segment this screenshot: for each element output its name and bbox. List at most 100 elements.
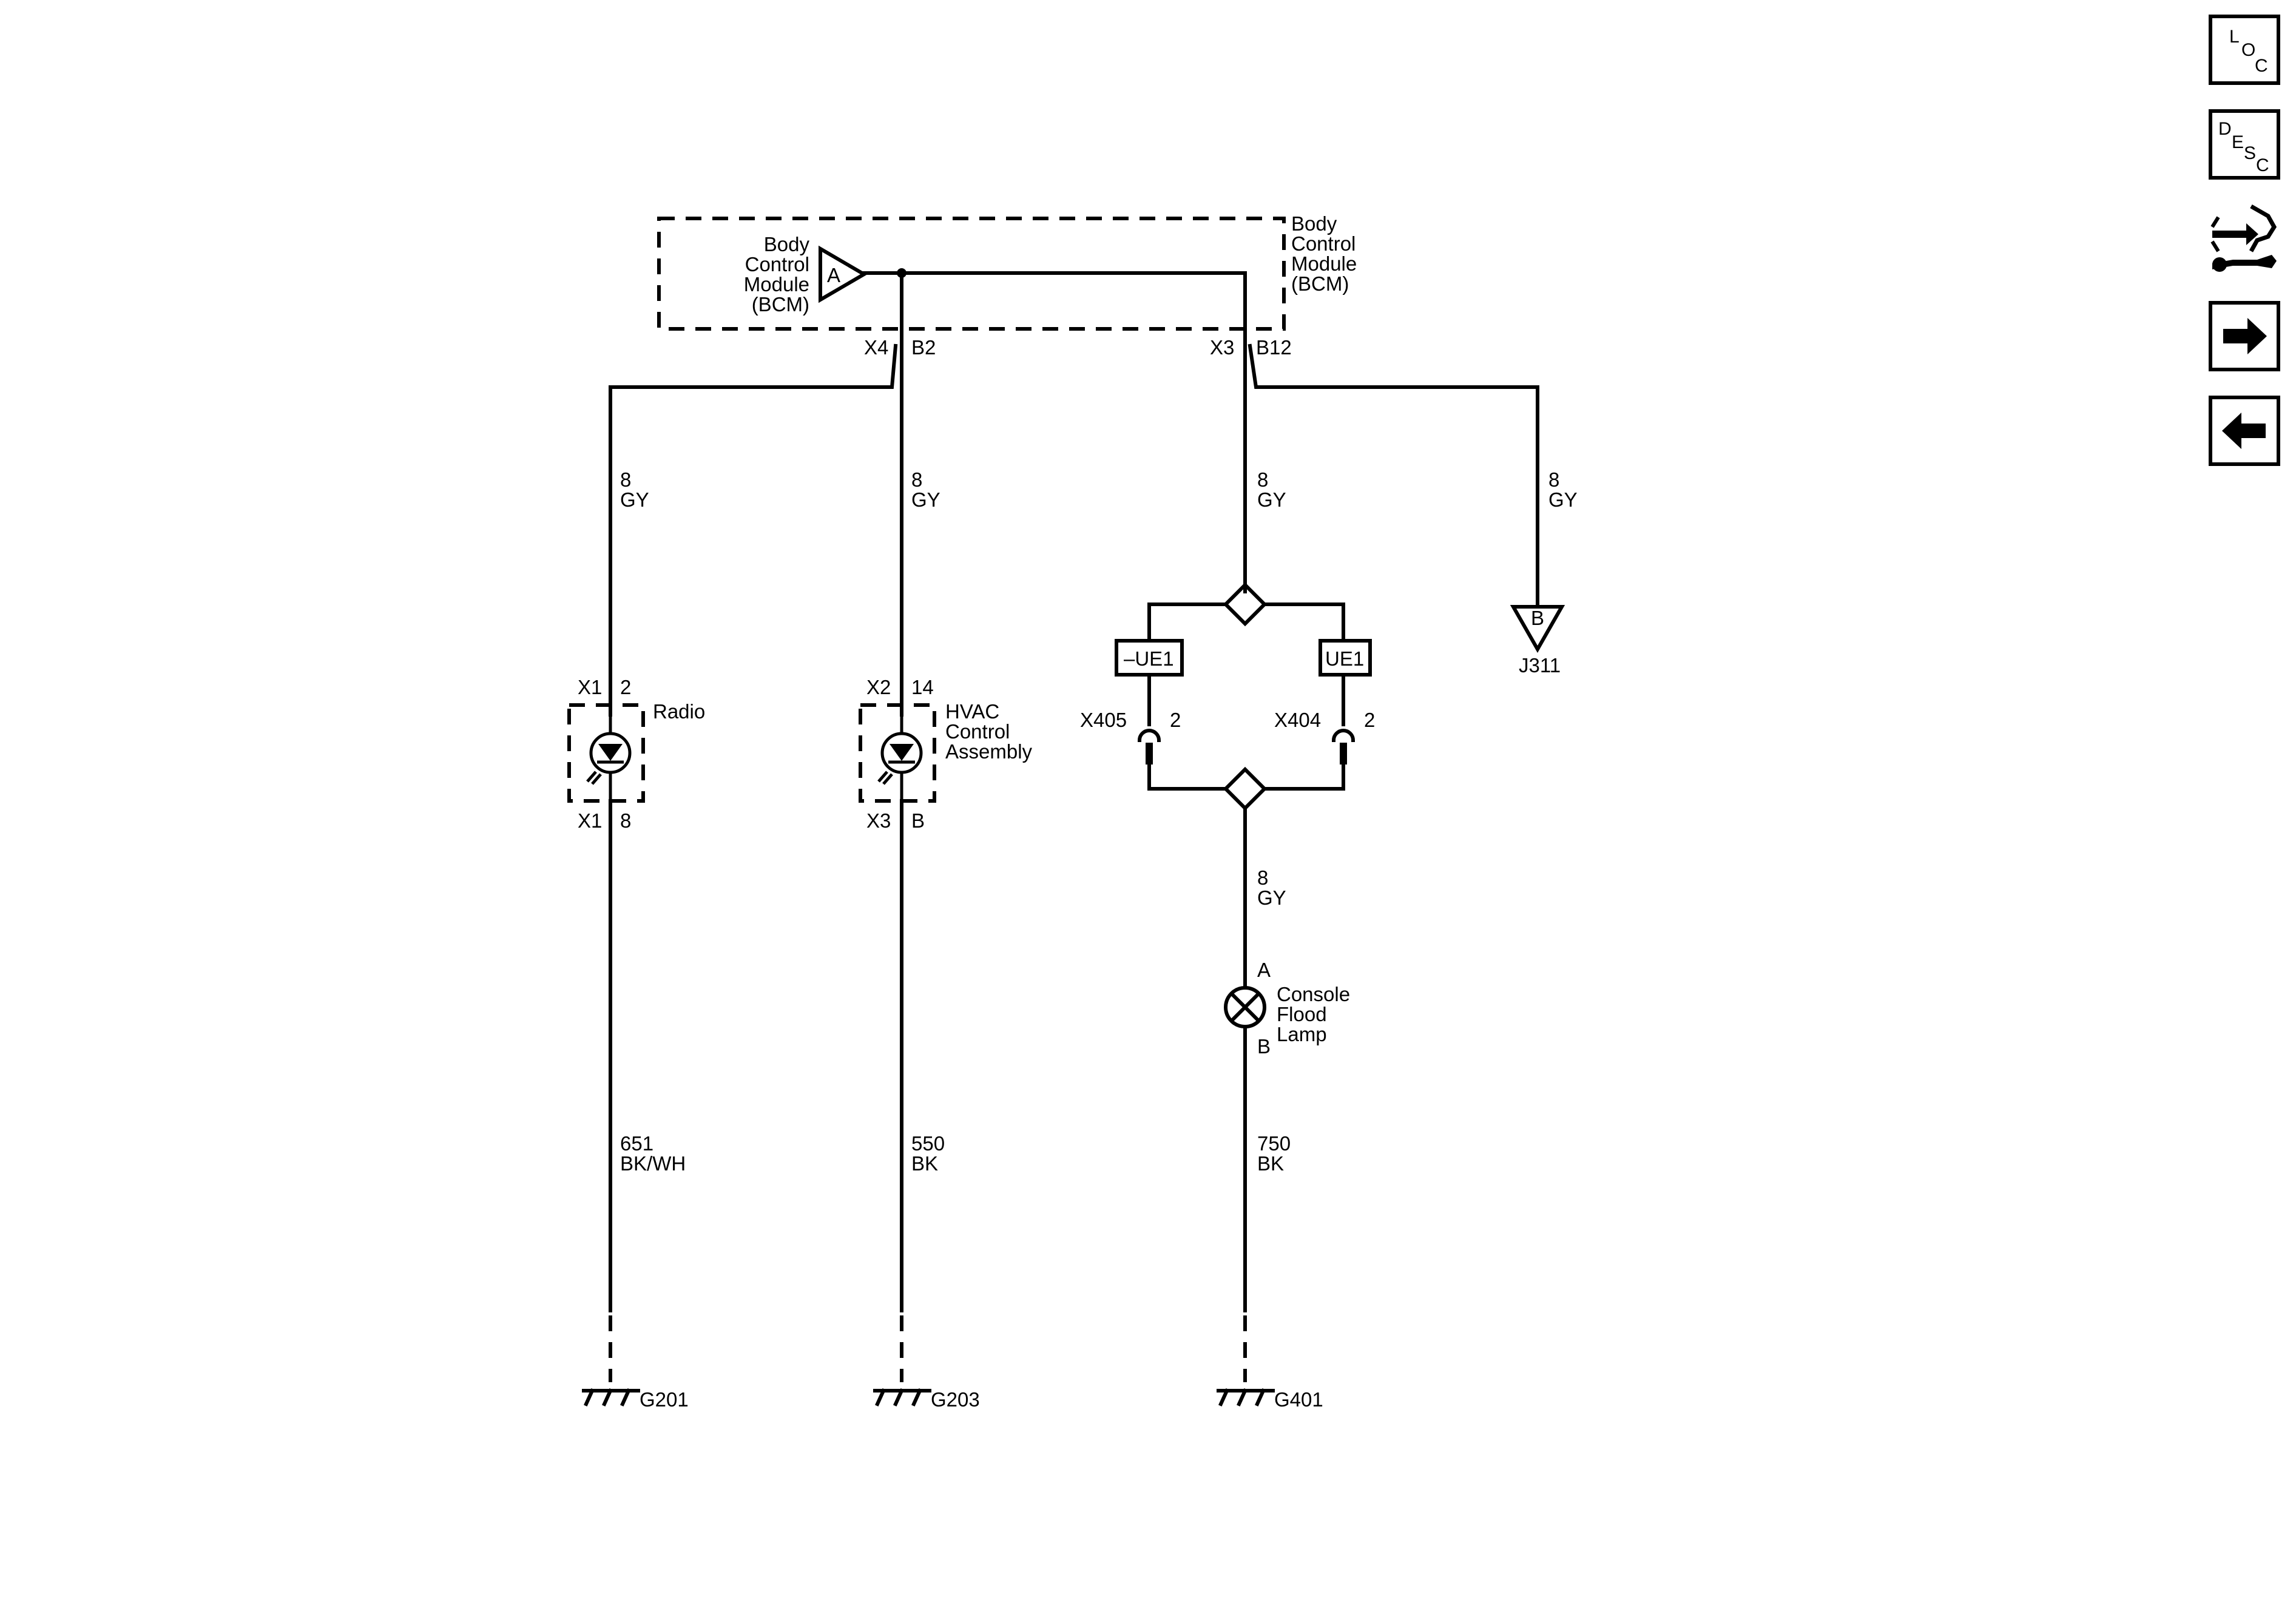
svg-text:(BCM): (BCM) (752, 293, 809, 316)
arrow-left-icon (2222, 413, 2266, 449)
bcm-ref-triangle (819, 245, 868, 303)
lamp-label: Console Flood Lamp (1277, 983, 1350, 1045)
svg-text:Flood: Flood (1277, 1003, 1327, 1025)
offpage-dest: J311 (1519, 654, 1561, 677)
svg-text:651: 651 (620, 1132, 653, 1155)
option-label-right: UE1 (1325, 647, 1364, 670)
ground-symbol-g203: G203 (873, 1388, 980, 1411)
option-box-left (1115, 639, 1184, 677)
next-page-button[interactable] (2209, 301, 2280, 371)
hvac-top-pin: 14 (911, 676, 934, 698)
radio-top-conn: X1 (578, 676, 602, 698)
radio-top-pin: 2 (620, 676, 631, 698)
svg-text:E: E (2232, 132, 2244, 152)
svg-text:D: D (2218, 119, 2232, 139)
svg-text:750: 750 (1257, 1132, 1291, 1155)
option-box-right (1319, 639, 1372, 677)
svg-text:8: 8 (1548, 468, 1559, 491)
ground-symbol-g201: G201 (582, 1388, 689, 1411)
pin-b2: B2 (911, 336, 936, 359)
bcm-label-left: Body Control Module (BCM) (744, 233, 810, 316)
svg-text:GY: GY (911, 488, 940, 511)
wire-label-5: 8 GY (1257, 866, 1286, 909)
wire-label-2: 8 GY (911, 468, 940, 511)
wire-label-g1: 651 BK/WH (620, 1132, 686, 1175)
hvac-label: HVAC Control Assembly (945, 700, 1033, 763)
svg-text:Control: Control (1291, 232, 1356, 255)
svg-text:C: C (2256, 155, 2269, 175)
bcm-ref-label: A (827, 264, 840, 286)
hvac-light-emit-icon (877, 771, 893, 785)
svg-text:BK/WH: BK/WH (620, 1152, 686, 1175)
wire-label-4: 8 GY (1548, 468, 1578, 511)
svg-text:GY: GY (620, 488, 649, 511)
option-top-diamond (1223, 582, 1268, 627)
svg-text:GY: GY (1257, 886, 1286, 909)
svg-text:8: 8 (1257, 866, 1268, 889)
svg-text:BK: BK (1257, 1152, 1284, 1175)
svg-text:Module: Module (744, 273, 809, 295)
hvac-bot-conn: X3 (866, 809, 891, 832)
description-button[interactable]: D E S C (2209, 109, 2280, 180)
pin-x3: X3 (1210, 336, 1234, 359)
inline-pin-x405: 2 (1170, 709, 1181, 731)
svg-text:GY: GY (1548, 488, 1578, 511)
svg-text:GY: GY (1257, 488, 1286, 511)
radio-bot-conn: X1 (578, 809, 602, 832)
svg-text:C: C (2255, 56, 2268, 76)
hvac-top-conn: X2 (866, 676, 891, 698)
location-button[interactable]: L O C (2209, 15, 2280, 85)
pin-x4: X4 (864, 336, 888, 359)
bcm-splice-dot (897, 268, 907, 278)
svg-text:Module: Module (1291, 252, 1357, 275)
previous-page-button[interactable] (2209, 396, 2280, 466)
option-label-left: –UE1 (1124, 647, 1174, 670)
radio-label: Radio (653, 700, 705, 723)
wire-label-g3: 750 BK (1257, 1132, 1291, 1175)
repair-info-icon[interactable] (2209, 200, 2280, 279)
svg-text:Control: Control (945, 720, 1010, 743)
svg-text:550: 550 (911, 1132, 945, 1155)
svg-text:HVAC: HVAC (945, 700, 999, 723)
svg-text:8: 8 (911, 468, 922, 491)
svg-text:Console: Console (1277, 983, 1350, 1005)
svg-text:Body: Body (764, 233, 810, 255)
inline-connector-x404 (1331, 729, 1356, 765)
inline-label-x405: X405 (1080, 709, 1127, 731)
svg-text:S: S (2244, 143, 2256, 163)
svg-text:Body: Body (1291, 212, 1337, 235)
svg-text:8: 8 (620, 468, 631, 491)
ground-label-g203: G203 (931, 1388, 980, 1411)
wire-radio-feed (609, 343, 898, 717)
svg-text:Lamp: Lamp (1277, 1023, 1327, 1045)
ground-symbol-g401: G401 (1217, 1388, 1323, 1411)
hvac-enclosure (859, 703, 936, 803)
inline-label-x404: X404 (1274, 709, 1321, 731)
pin-b12: B12 (1256, 336, 1292, 359)
ground-label-g201: G201 (640, 1388, 689, 1411)
svg-text:Control: Control (745, 253, 809, 275)
inline-connector-x405 (1137, 729, 1161, 765)
desc-icon: D E S C (2218, 119, 2269, 175)
svg-text:Assembly: Assembly (945, 740, 1033, 763)
wire-label-3: 8 GY (1257, 468, 1286, 511)
radio-light-emit-icon (586, 771, 602, 785)
radio-diode-icon (598, 744, 623, 761)
wire-j311-feed (1248, 343, 1539, 609)
svg-text:(BCM): (BCM) (1291, 272, 1349, 295)
wire-label-g2: 550 BK (911, 1132, 945, 1175)
offpage-ref: B (1531, 607, 1544, 629)
arrow-right-icon (2223, 318, 2267, 354)
lamp-icon (1224, 986, 1266, 1028)
lamp-pin-a: A (1257, 959, 1271, 981)
hvac-bot-pin: B (911, 809, 925, 832)
radio-enclosure (567, 703, 645, 803)
radio-bot-pin: 8 (620, 809, 631, 832)
bcm-enclosure (657, 217, 1286, 331)
lamp-pin-b: B (1257, 1035, 1271, 1058)
hvac-diode-icon (890, 744, 914, 761)
svg-text:BK: BK (911, 1152, 938, 1175)
option-bottom-diamond (1223, 766, 1268, 811)
